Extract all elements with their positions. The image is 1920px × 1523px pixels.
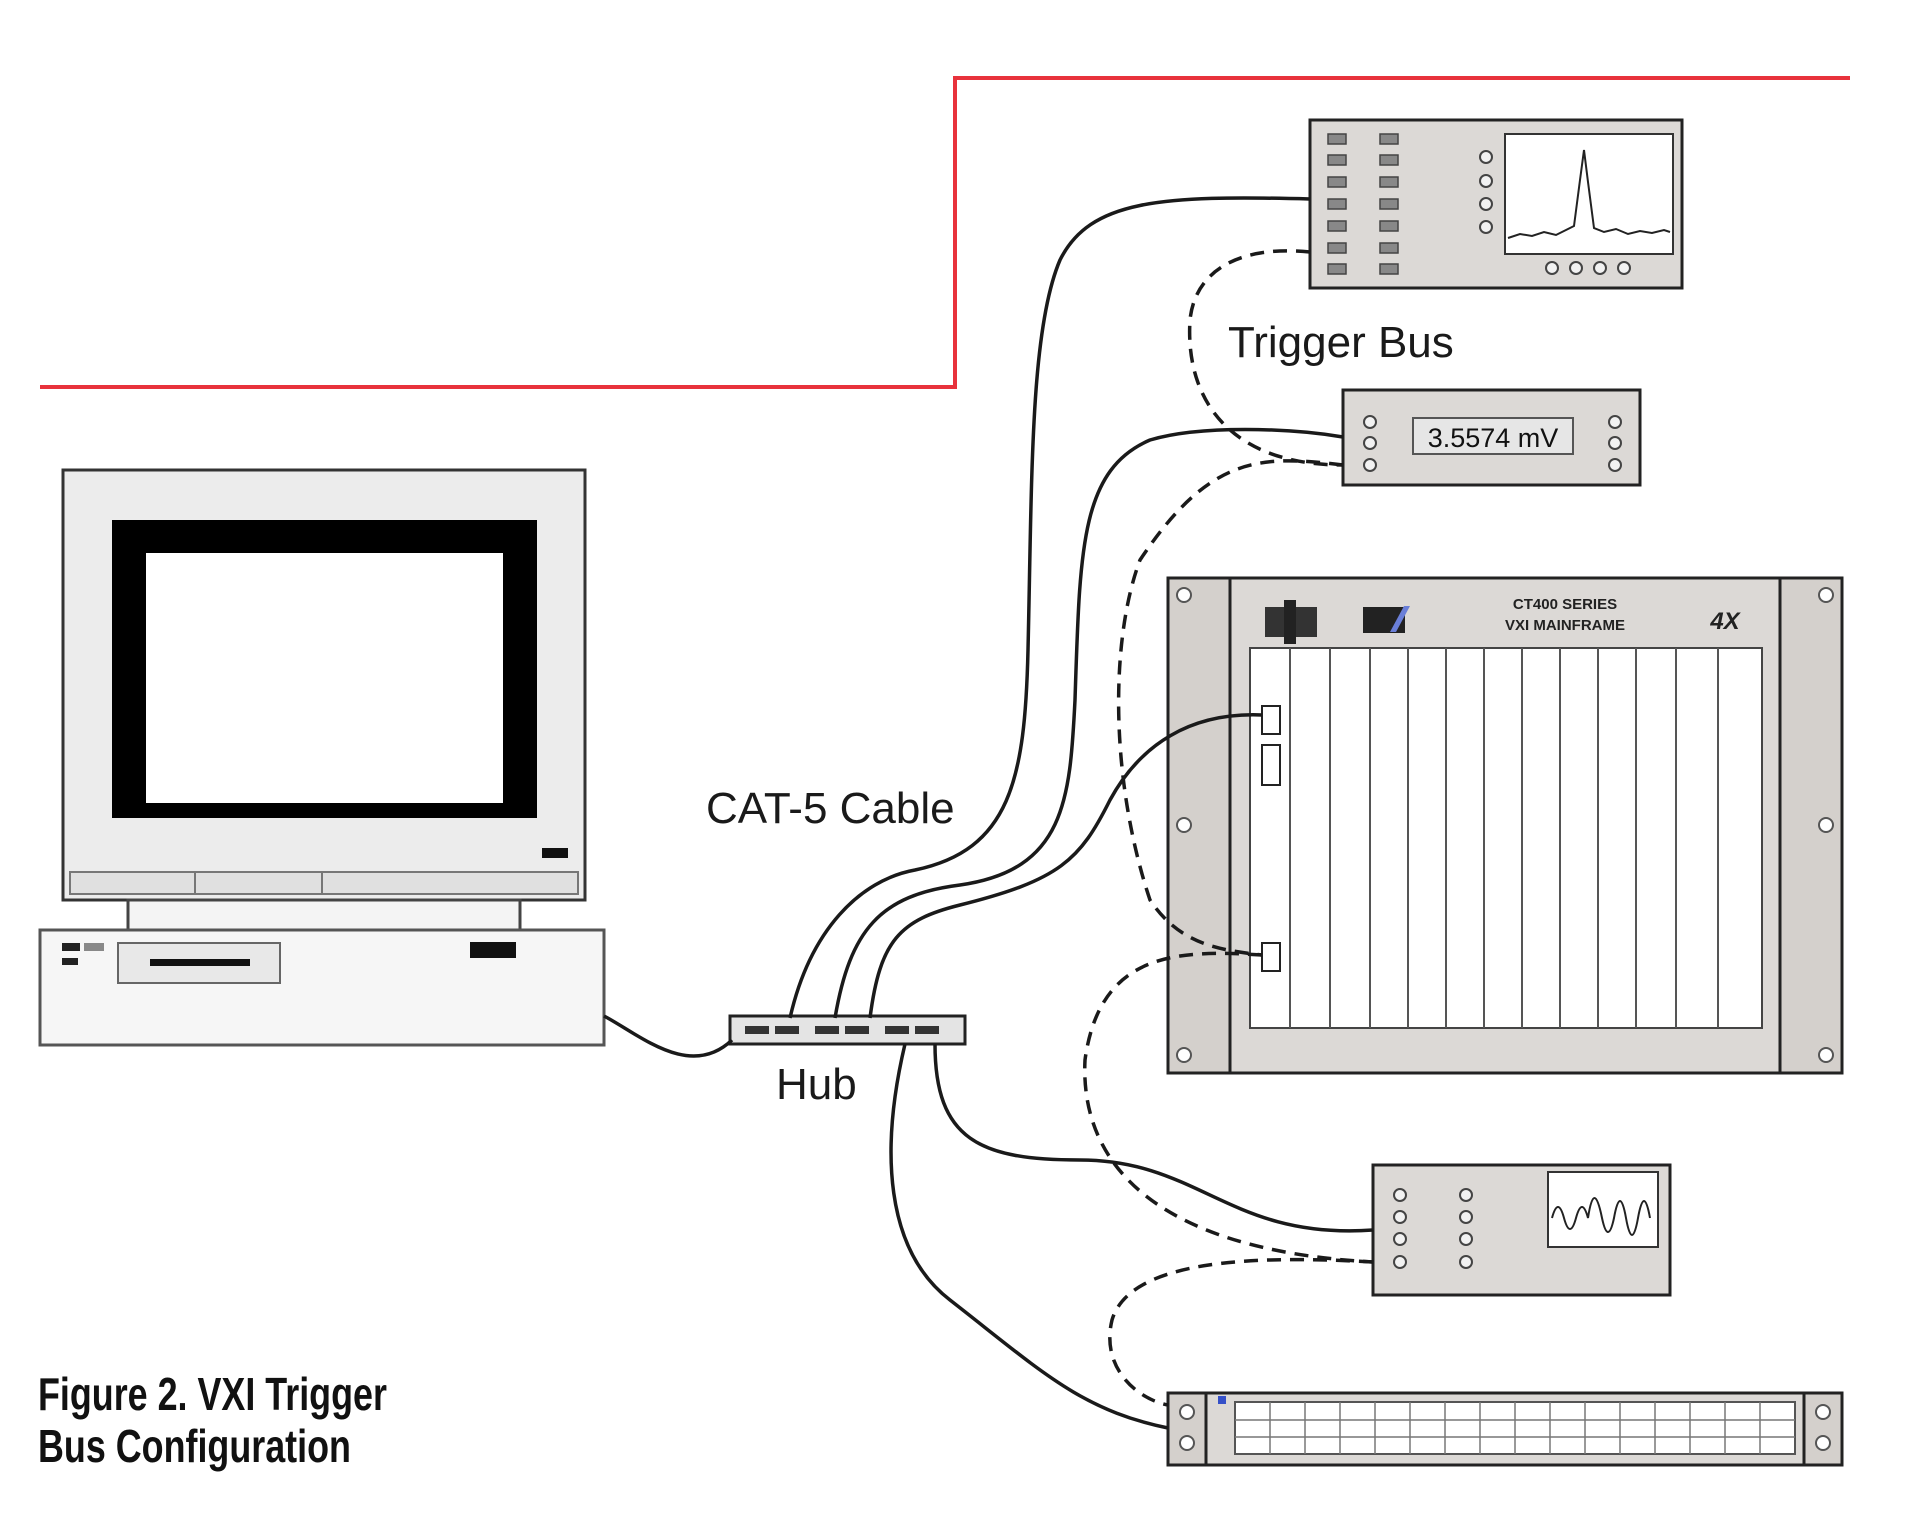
generator-trace: [1551, 1197, 1651, 1236]
cable-computer-hub: [603, 1014, 734, 1058]
cable-hub-voltmeter: [833, 427, 1344, 1019]
voltmeter: 3.5574 mV: [1341, 388, 1642, 487]
computer-case: [38, 928, 606, 1047]
cable-hub-rack: [889, 1043, 1169, 1430]
caption-line1: Figure 2. VXI Trigger: [38, 1368, 387, 1420]
spectrum-trace: [1507, 149, 1671, 239]
hub: [728, 1014, 967, 1046]
vxi-mainframe: 4X CT400 SERIES VXI MAINFRAME: [1166, 576, 1844, 1075]
monitor: [61, 468, 587, 902]
computer: [38, 468, 606, 1047]
cat5-cables: [603, 196, 1374, 1430]
trigger-bus-label: Trigger Bus: [1228, 318, 1454, 367]
mainframe-series-line2: VXI MAINFRAME: [1505, 617, 1625, 634]
rack-instrument: [1166, 1391, 1844, 1467]
card-cage: [1249, 647, 1763, 1029]
trigger-generator-rack: [1108, 1257, 1374, 1407]
module-connectors: [1261, 705, 1281, 972]
hub-label: Hub: [776, 1060, 857, 1109]
trigger-analyzer-voltmeter: [1187, 249, 1344, 467]
voltmeter-display: [1412, 417, 1574, 455]
trigger-mainframe-generator: [1083, 951, 1374, 1264]
mainframe-logos: 4X: [1265, 600, 1742, 644]
spectrum-analyzer: [1308, 118, 1684, 290]
caption-line2: Bus Configuration: [38, 1420, 351, 1472]
cable-hub-mainframe: [868, 713, 1263, 1019]
cat5-cable-label: CAT-5 Cable: [706, 784, 955, 833]
accent-line: [40, 76, 1850, 389]
svg-text:4X: 4X: [1709, 608, 1741, 635]
trigger-voltmeter-mainframe: [1116, 459, 1344, 957]
mainframe-series-line1: CT400 SERIES: [1513, 596, 1617, 613]
trigger-bus-cables: [1083, 249, 1374, 1407]
figure-caption: Figure 2. VXI Trigger Bus Configuration: [38, 1368, 387, 1472]
cable-hub-analyzer: [788, 196, 1311, 1019]
generator-screen: [1547, 1171, 1659, 1248]
waveform-generator: [1371, 1163, 1672, 1297]
cable-hub-generator: [933, 1043, 1374, 1233]
voltmeter-reading: 3.5574 mV: [1428, 423, 1559, 453]
monitor-stand: [126, 898, 522, 932]
